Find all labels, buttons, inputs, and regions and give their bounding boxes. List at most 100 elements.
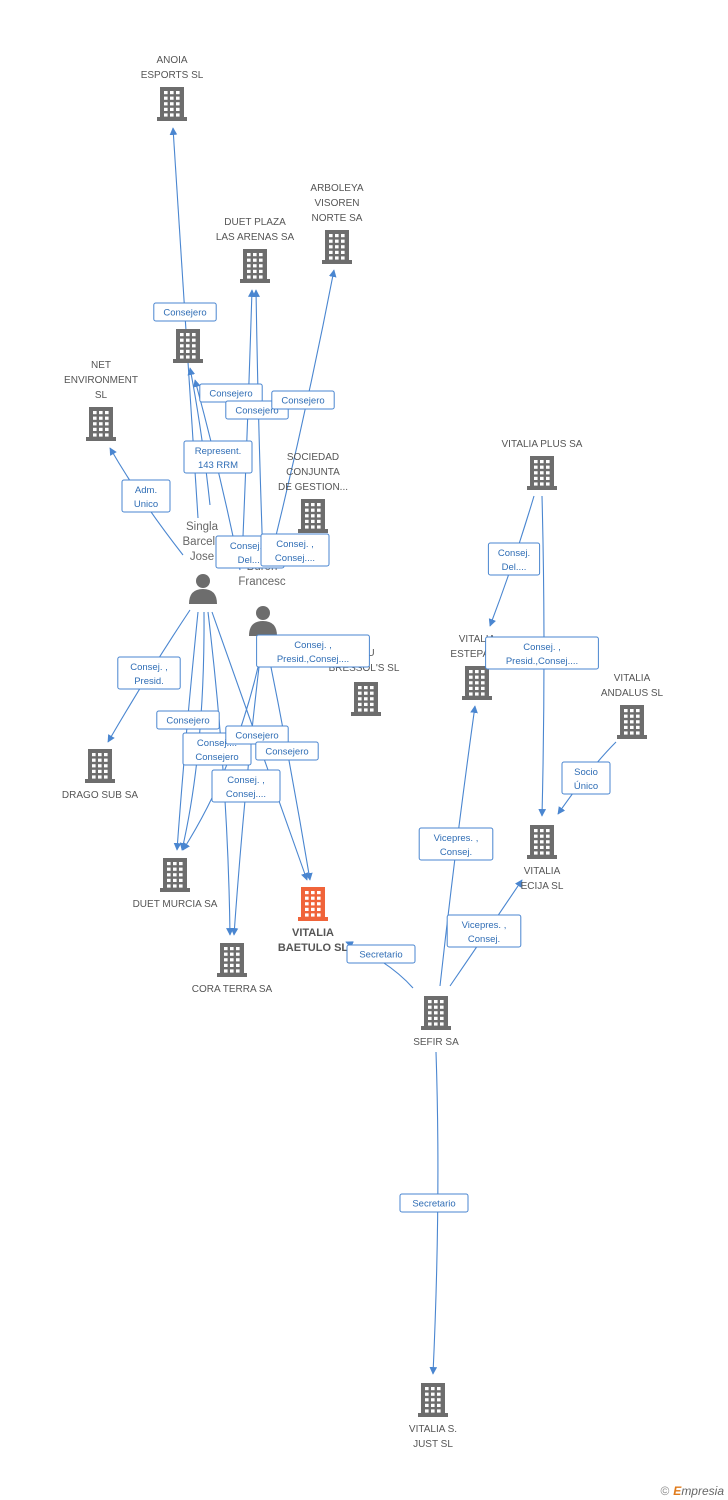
relation-label-r8[interactable]: Consej. , Consej....: [260, 533, 330, 567]
building-icon: [418, 1383, 448, 1417]
company-node-unnamed[interactable]: [173, 329, 203, 363]
relation-label-r13[interactable]: Consejero: [225, 725, 289, 745]
company-label-line: SL: [95, 390, 108, 401]
company-label-line: ESTEPA SL: [450, 649, 504, 660]
company-label-line: ARBOLEYA: [310, 183, 363, 194]
relation-label-r11[interactable]: Consejero: [156, 710, 220, 730]
relation-label-text: Consej. ,: [130, 662, 168, 673]
relation-label-text: Consej....: [275, 553, 315, 564]
company-label-line: ESPORTS SL: [141, 70, 204, 81]
person-label-line: Barcelo: [183, 536, 222, 548]
relation-label-r10[interactable]: Consej. , Presid.: [117, 656, 181, 690]
person-icon: [189, 574, 217, 604]
company-label-line: SOCIEDAD: [287, 452, 339, 463]
relation-label-r17[interactable]: Consej.Del....: [487, 542, 541, 576]
relation-label-text: Socio: [574, 767, 598, 778]
relation-label-text: Consej. ,: [523, 642, 561, 653]
company-node-vitalia-sjust[interactable]: VITALIA S.JUST SL: [409, 1383, 457, 1450]
building-icon: [298, 499, 328, 533]
relation-label-text: 143 RRM: [198, 460, 238, 471]
relation-label-text: Único: [574, 781, 598, 792]
company-label-line: ENVIRONMENT: [64, 375, 138, 386]
relation-edge-5: [187, 367, 211, 506]
relation-edge-3: [252, 289, 264, 561]
building-icon: [527, 825, 557, 859]
company-label-line: ANDALUS SL: [601, 688, 664, 699]
relation-label-text: Consejero: [209, 389, 252, 400]
company-node-duet-murcia[interactable]: DUET MURCIA SA: [133, 858, 218, 910]
relation-label-r1[interactable]: Consejero: [153, 302, 217, 322]
relation-label-r22[interactable]: Secretario: [399, 1193, 469, 1213]
building-icon: [298, 887, 328, 921]
building-icon: [421, 996, 451, 1030]
relation-label-text: Consejero: [265, 747, 308, 758]
relation-label-r6[interactable]: Adm.Unico: [121, 479, 171, 513]
person-label-line: Singla: [186, 521, 219, 533]
relation-label-r4[interactable]: Consejero: [271, 390, 335, 410]
person-icon: [249, 606, 277, 636]
company-node-vitalia-estepa[interactable]: VITALIA ESTEPA SL: [450, 634, 504, 700]
company-label-line: VITALIA: [524, 866, 561, 877]
relation-label-text: Consejero: [281, 396, 324, 407]
relation-label-r16[interactable]: Secretario: [346, 944, 416, 964]
relation-label-r18[interactable]: Consej. , Presid.,Consej....: [485, 636, 599, 670]
company-label-line: CORA TERRA SA: [192, 984, 273, 995]
relation-label-r5[interactable]: Represent.143 RRM: [183, 440, 253, 474]
relation-label-text: Consej. ,: [227, 775, 265, 786]
company-label-line: VITALIA: [292, 927, 334, 939]
relation-label-text: Presid.,Consej....: [506, 656, 578, 667]
company-node-dau[interactable]: DAUBRESSOL'S SL: [329, 648, 400, 716]
company-node-sefir[interactable]: SEFIR SA: [413, 996, 459, 1048]
relation-label-text: Consej....: [226, 789, 266, 800]
relation-edge-4: [267, 269, 337, 569]
relation-edge-2: [241, 289, 256, 561]
company-label-line: BRESSOL'S SL: [329, 663, 400, 674]
relation-label-text: Adm.: [135, 485, 157, 496]
company-node-cora-terra[interactable]: CORA TERRA SA: [192, 943, 273, 995]
company-label-line: CONJUNTA: [286, 467, 340, 478]
relation-label-r15[interactable]: Consej. , Consej....: [211, 769, 281, 803]
relation-label-text: Secretario: [412, 1199, 455, 1210]
relation-label-r20[interactable]: Vicepres. ,Consej.: [418, 827, 494, 861]
company-node-vitalia-plus[interactable]: VITALIA PLUS SA: [502, 439, 583, 490]
relation-label-text: Consej. ,: [294, 640, 332, 651]
person-label-line: Jose: [190, 551, 214, 563]
person-node-buron[interactable]: BuronFrancesc: [238, 561, 286, 636]
relation-label-text: Consejero: [163, 308, 206, 319]
relation-label-text: Consejero: [195, 752, 238, 763]
relation-label-text: Presid.,Consej....: [277, 654, 349, 665]
building-icon: [160, 858, 190, 892]
relation-label-r9[interactable]: Consej. , Presid.,Consej....: [256, 634, 370, 668]
company-label-line: NET: [91, 360, 111, 371]
relation-label-r14[interactable]: Consejero: [255, 741, 319, 761]
relation-label-text: Consej.: [468, 934, 500, 945]
relation-edge-15: [265, 641, 313, 881]
company-label-line: VITALIA PLUS SA: [502, 439, 583, 450]
building-icon: [217, 943, 247, 977]
company-node-anoia[interactable]: ANOIA ESPORTS SL: [141, 55, 204, 121]
relation-label-text: Consej. ,: [276, 539, 314, 550]
person-label-line: Francesc: [238, 576, 286, 588]
company-node-net-env[interactable]: NET ENVIRONMENT SL: [64, 360, 138, 441]
brand-footer[interactable]: ©Empresia: [660, 1484, 724, 1498]
building-icon: [527, 456, 557, 490]
relation-label-text: Presid.: [134, 676, 164, 687]
company-label-line: VISOREN: [314, 198, 359, 209]
building-icon: [322, 230, 352, 264]
company-node-drago[interactable]: DRAGO SUB SA: [62, 749, 138, 801]
company-label-line: ANOIA: [156, 55, 187, 66]
company-label-line: VITALIA: [459, 634, 496, 645]
relation-label-text: Vicepres. ,: [462, 920, 507, 931]
company-label-line: JUST SL: [413, 1439, 453, 1450]
relation-label-r2[interactable]: Consejero: [199, 383, 263, 403]
relation-label-r21[interactable]: Vicepres. , Consej.: [446, 914, 522, 948]
